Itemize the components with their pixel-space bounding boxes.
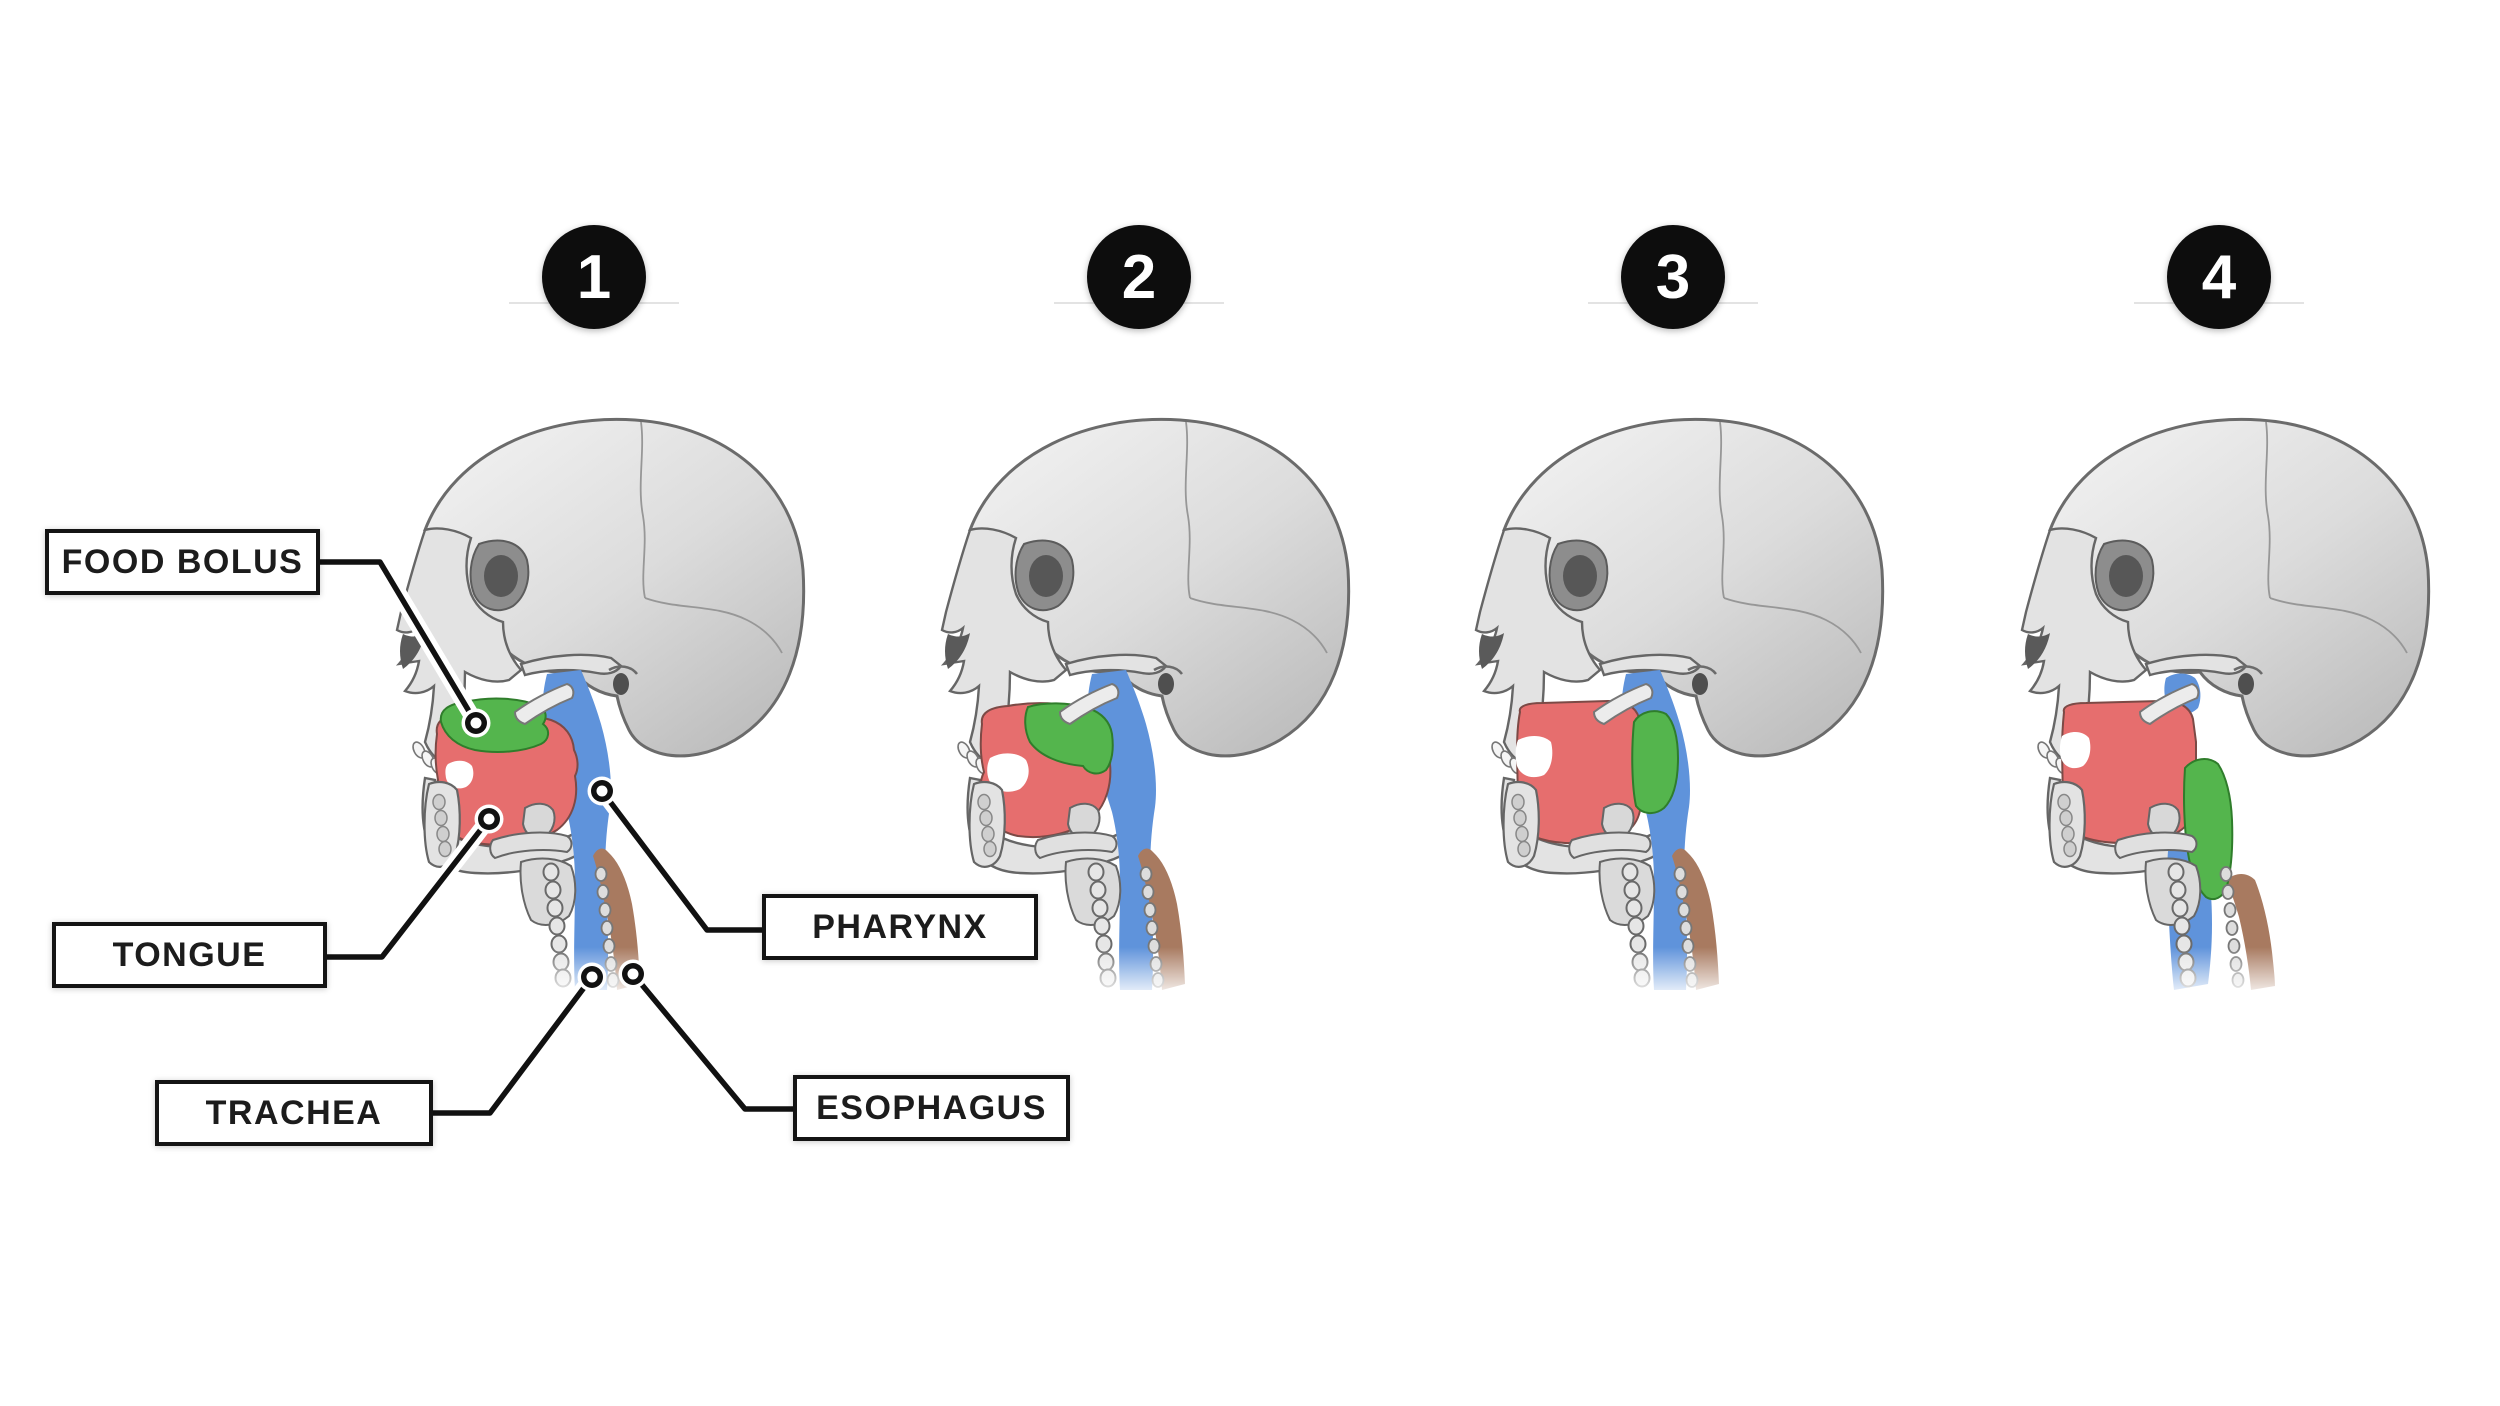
stage-1-badge: 1	[542, 225, 646, 329]
food-bolus-leader	[320, 559, 479, 725]
stage-4-badge: 4	[2167, 225, 2271, 329]
skull-stage-2	[940, 417, 1351, 1019]
leader-dots	[461, 708, 648, 992]
tongue-label-text: TONGUE	[112, 935, 267, 974]
esophagus-label-text: ESOPHAGUS	[816, 1088, 1047, 1127]
stage-3-badge: 3	[1621, 225, 1725, 329]
skull-stage-4	[2020, 417, 2431, 1019]
food-bolus-dot	[461, 708, 491, 738]
trachea-label-text: TRACHEA	[205, 1093, 383, 1132]
tongue-leader	[327, 817, 492, 960]
esophagus-leader	[630, 972, 793, 1112]
trachea-label: TRACHEA	[155, 1080, 433, 1146]
esophagus-dot	[618, 959, 648, 989]
pharynx-dot	[587, 776, 617, 806]
stage-3-number: 3	[1655, 242, 1691, 312]
tongue-label: TONGUE	[52, 922, 327, 988]
trachea-leader	[433, 975, 595, 1116]
mouth-gap	[445, 760, 474, 789]
stage-1-number: 1	[576, 242, 612, 312]
mouth-gap	[2059, 732, 2091, 769]
pharynx-label: PHARYNX	[762, 894, 1038, 960]
stage-2-badge: 2	[1087, 225, 1191, 329]
food-bolus-region	[1631, 710, 1680, 814]
stage-2-number: 2	[1121, 242, 1157, 312]
pharynx-leader	[599, 789, 762, 933]
mouth-gap	[1515, 736, 1553, 778]
food-bolus-label: FOOD BOLUS	[45, 529, 320, 595]
food-bolus-label-text: FOOD BOLUS	[61, 542, 304, 581]
pharynx-label-text: PHARYNX	[812, 907, 988, 946]
trachea-dot	[577, 962, 607, 992]
leader-lines	[320, 554, 793, 1121]
esophagus-label: ESOPHAGUS	[793, 1075, 1070, 1141]
stage-4-number: 4	[2201, 242, 2237, 312]
mouth-gap	[987, 753, 1029, 792]
tongue-dot	[474, 804, 504, 834]
skull-stage-3	[1474, 417, 1885, 1019]
